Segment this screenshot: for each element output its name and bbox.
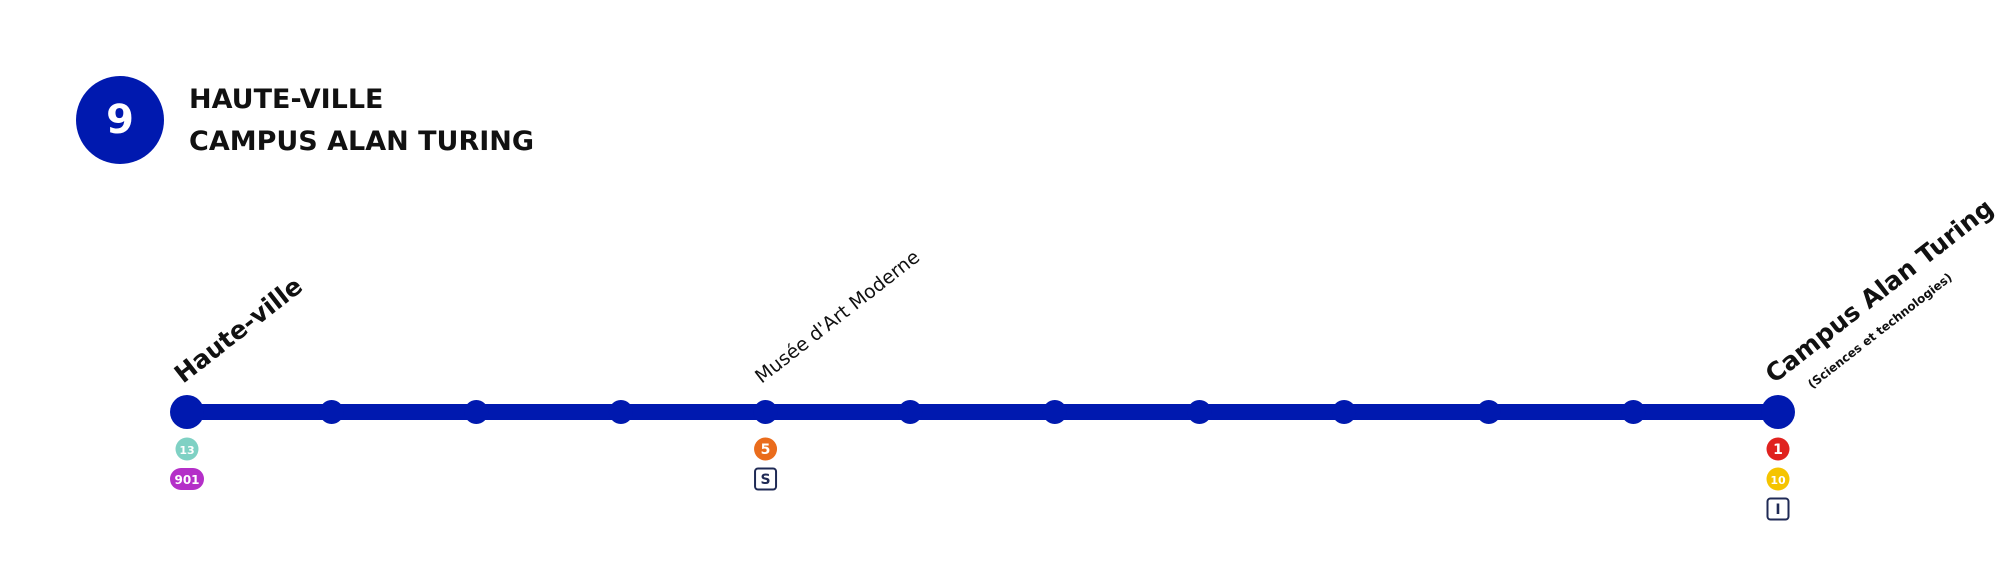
station[interactable]: Haute-ville 13 901 bbox=[169, 271, 308, 490]
station[interactable] bbox=[1042, 400, 1067, 424]
station[interactable]: Campus Alan Turing(Sciences et technolog… bbox=[1760, 173, 1997, 521]
connection-label: 5 bbox=[761, 442, 771, 458]
terminus-stop-marker[interactable] bbox=[170, 395, 204, 429]
connection-badge-round[interactable]: 1 bbox=[1766, 437, 1790, 461]
line-title-destination: CAMPUS ALAN TURING bbox=[189, 126, 534, 157]
stop-marker[interactable] bbox=[1042, 400, 1067, 424]
station[interactable] bbox=[1476, 400, 1501, 424]
station[interactable] bbox=[1621, 400, 1646, 424]
stop-marker[interactable] bbox=[319, 400, 344, 424]
connection-label: 1 bbox=[1773, 442, 1783, 458]
stop-marker[interactable] bbox=[1476, 400, 1501, 424]
connection-label: 13 bbox=[179, 444, 194, 457]
station-name: Musée d'Art Moderne bbox=[751, 246, 924, 388]
line-header: 9 HAUTE-VILLE CAMPUS ALAN TURING bbox=[76, 76, 534, 164]
terminus-stop-marker[interactable] bbox=[1761, 395, 1795, 429]
connection-badge-round[interactable]: 10 bbox=[1766, 467, 1790, 491]
stations-group: Haute-ville 13 901 Musée d'Art Moderne 5S Cam… bbox=[169, 173, 1997, 521]
station[interactable] bbox=[319, 400, 344, 424]
connection-badge-square[interactable]: S bbox=[754, 467, 778, 491]
stop-marker[interactable] bbox=[464, 400, 489, 424]
stop-marker[interactable] bbox=[1621, 400, 1646, 424]
line-number-badge bbox=[76, 76, 164, 164]
station[interactable]: Musée d'Art Moderne 5S bbox=[751, 246, 924, 491]
station[interactable] bbox=[608, 400, 633, 424]
connection-badge-round[interactable]: 5 bbox=[754, 437, 778, 461]
station-name: Campus Alan Turing bbox=[1760, 193, 1997, 389]
stop-marker[interactable] bbox=[1332, 400, 1357, 424]
stop-marker[interactable] bbox=[1187, 400, 1212, 424]
stop-marker[interactable] bbox=[898, 400, 923, 424]
line-number: 9 bbox=[106, 97, 134, 143]
stop-marker[interactable] bbox=[608, 400, 633, 424]
station[interactable] bbox=[1187, 400, 1212, 424]
station[interactable] bbox=[464, 400, 489, 424]
connection-label: 10 bbox=[1770, 474, 1786, 487]
connection-label: 901 bbox=[174, 473, 199, 487]
connection-badge-pill[interactable]: 901 bbox=[170, 468, 204, 490]
station-name: Haute-ville bbox=[169, 271, 308, 389]
connection-badge-round[interactable]: 13 bbox=[175, 437, 199, 461]
connection-label: S bbox=[760, 472, 770, 488]
line-title-origin: HAUTE-VILLE bbox=[189, 84, 383, 115]
connection-label: I bbox=[1775, 502, 1780, 518]
station[interactable] bbox=[1332, 400, 1357, 424]
connection-badge-square[interactable]: I bbox=[1766, 497, 1790, 521]
stop-marker[interactable] bbox=[753, 400, 778, 424]
station[interactable] bbox=[898, 400, 923, 424]
